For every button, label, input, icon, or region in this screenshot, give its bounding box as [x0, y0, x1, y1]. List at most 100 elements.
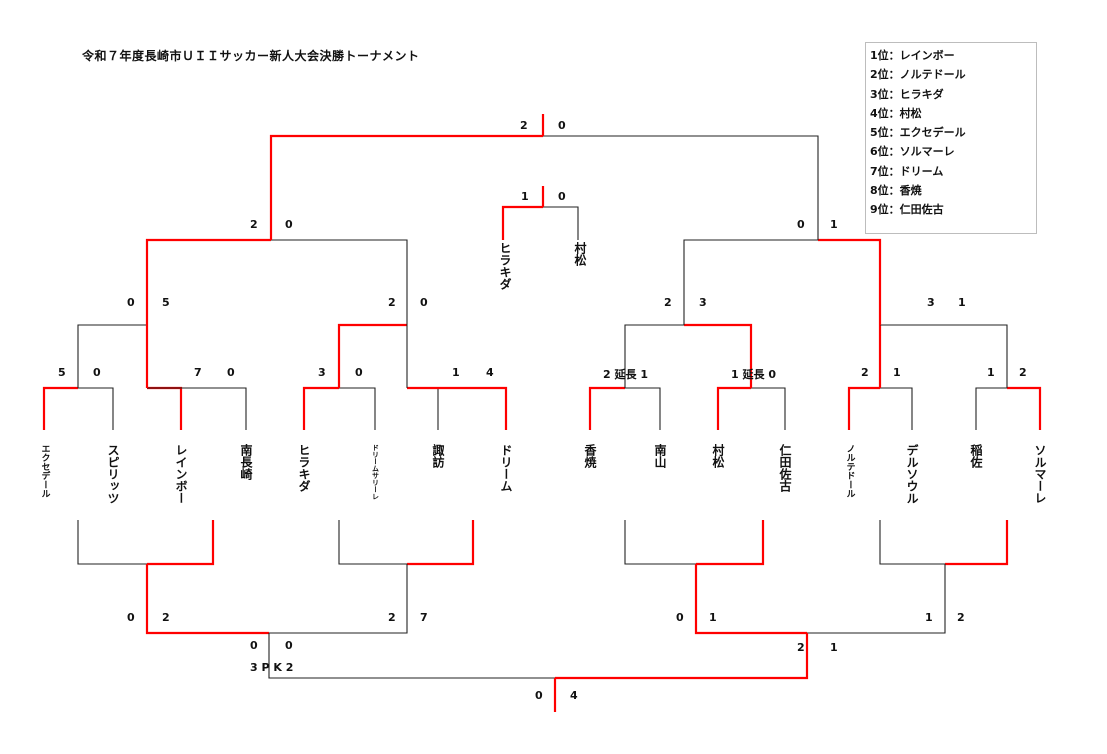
team-name: レインボー [174, 444, 188, 504]
team-name: エクセデール [39, 444, 50, 498]
team-name: 仁田佐古 [778, 444, 792, 492]
score-right: 0 [355, 366, 363, 379]
lower-r1-left-leg [624, 520, 696, 565]
score-right: 0 [420, 296, 428, 309]
score-left: 3 [927, 296, 935, 309]
score-left: 0 [127, 611, 135, 624]
upper-final-right-leg [543, 135, 819, 240]
score-left: 2 [388, 611, 396, 624]
team-name: ドリーム [499, 444, 513, 492]
standings-row: 9位：仁田佐古 [870, 203, 944, 217]
score-pk: 3 P K 2 [250, 661, 294, 674]
score-left: 2 [388, 296, 396, 309]
score-right: 1 [893, 366, 901, 379]
team-name: デルソウル [905, 444, 919, 504]
score-left: 1 [521, 190, 529, 203]
team-name: 南長崎 [239, 444, 253, 480]
lower-r2-left-leg [145, 564, 269, 635]
standings-row: 1位：レインボー [870, 49, 955, 62]
lower-r2-left-right-leg [269, 564, 408, 634]
lower-r2-right-right-leg [807, 564, 946, 634]
upper-r1-left-leg [147, 386, 183, 430]
upper-r2-right-leg [880, 324, 1008, 388]
score-right: 1 [709, 611, 717, 624]
upper-r1-right-leg [78, 387, 114, 430]
score-right: 0 [558, 190, 566, 203]
upper-r1-left-leg [716, 386, 751, 430]
score-right: 4 [570, 689, 578, 702]
score-left: 7 [194, 366, 202, 379]
standings-row: 2位：ノルテドール [870, 68, 966, 82]
lower-r1-right-leg [407, 520, 475, 566]
score-left: 0 [797, 218, 805, 231]
score-extra-time: 2 延長 1 [603, 368, 648, 381]
lower-r1-right-leg [945, 520, 1009, 566]
score-right: 2 [1019, 366, 1027, 379]
standings-row: 3位：ヒラキダ [870, 87, 944, 101]
score-right: 0 [285, 639, 293, 652]
team-name: ノルテドール [844, 444, 855, 498]
score-right: 4 [486, 366, 494, 379]
score-right: 0 [227, 366, 235, 379]
upper-r1-left-leg [975, 387, 1007, 430]
page-title: 令和７年度長崎市ＵＩＩサッカー新人大会決勝トーナメント [82, 49, 420, 63]
upper-r1-right-leg [147, 387, 247, 430]
score-left: 2 [797, 641, 805, 654]
score-left: 0 [250, 639, 258, 652]
upper-r1-right-leg [751, 387, 786, 430]
upper-r3-right-leg [818, 238, 882, 325]
lower-final-right-leg [555, 633, 809, 680]
team-name: ヒラキダ [297, 444, 311, 492]
score-right: 0 [93, 366, 101, 379]
upper-r3-left-leg [145, 238, 271, 325]
team-name: 稲佐 [969, 444, 983, 468]
upper-r1-right-leg [880, 387, 913, 430]
third-place-right-leg [543, 206, 579, 240]
team-name: 香焼 [583, 444, 597, 468]
standings-row: 6位：ソルマーレ [870, 145, 955, 159]
score-right: 3 [699, 296, 707, 309]
upper-r1-left-leg [407, 387, 439, 430]
score-right: 0 [558, 119, 566, 132]
lower-r1-right-leg [147, 520, 215, 566]
upper-r2-left-leg [77, 324, 147, 388]
upper-r1-right-leg [1007, 386, 1042, 430]
upper-r3-right-leg [271, 239, 408, 325]
lower-r2-right-leg [694, 564, 807, 635]
team-name: 諏訪 [431, 444, 445, 468]
team-name: 南山 [653, 444, 667, 468]
score-right: 2 [957, 611, 965, 624]
team-name: 村松 [573, 242, 587, 266]
third-place-left-leg [501, 205, 543, 240]
team-name: ソルマーレ [1033, 444, 1047, 504]
lower-r1-left-leg [77, 520, 147, 565]
lower-r1-right-leg [696, 520, 765, 566]
score-left: 5 [58, 366, 66, 379]
lower-r1-left-leg [338, 520, 407, 565]
standings-row: 7位：ドリーム [870, 164, 944, 178]
upper-r1-left-leg [588, 386, 625, 430]
score-extra-time: 1 延長 0 [731, 368, 776, 381]
score-left: 2 [250, 218, 258, 231]
upper-final-left-leg [269, 134, 543, 240]
score-left: 0 [127, 296, 135, 309]
score-right: 1 [958, 296, 966, 309]
score-right: 1 [830, 218, 838, 231]
score-left: 2 [861, 366, 869, 379]
team-name: スピリッツ [106, 444, 120, 504]
team-name: 村松 [711, 444, 725, 468]
lower-final-left-leg [268, 633, 555, 679]
upper-r1-right-leg [339, 387, 376, 430]
upper-r1-right-leg [407, 386, 508, 430]
standings-row: 4位：村松 [870, 106, 922, 120]
score-right: 0 [285, 218, 293, 231]
team-name: ヒラキダ [498, 242, 512, 290]
upper-r2-left-leg [337, 323, 407, 388]
score-right: 5 [162, 296, 170, 309]
score-left: 1 [925, 611, 933, 624]
upper-r1-right-leg [625, 387, 661, 430]
score-right: 1 [830, 641, 838, 654]
score-left: 2 [520, 119, 528, 132]
upper-r3-left-leg [683, 239, 818, 325]
